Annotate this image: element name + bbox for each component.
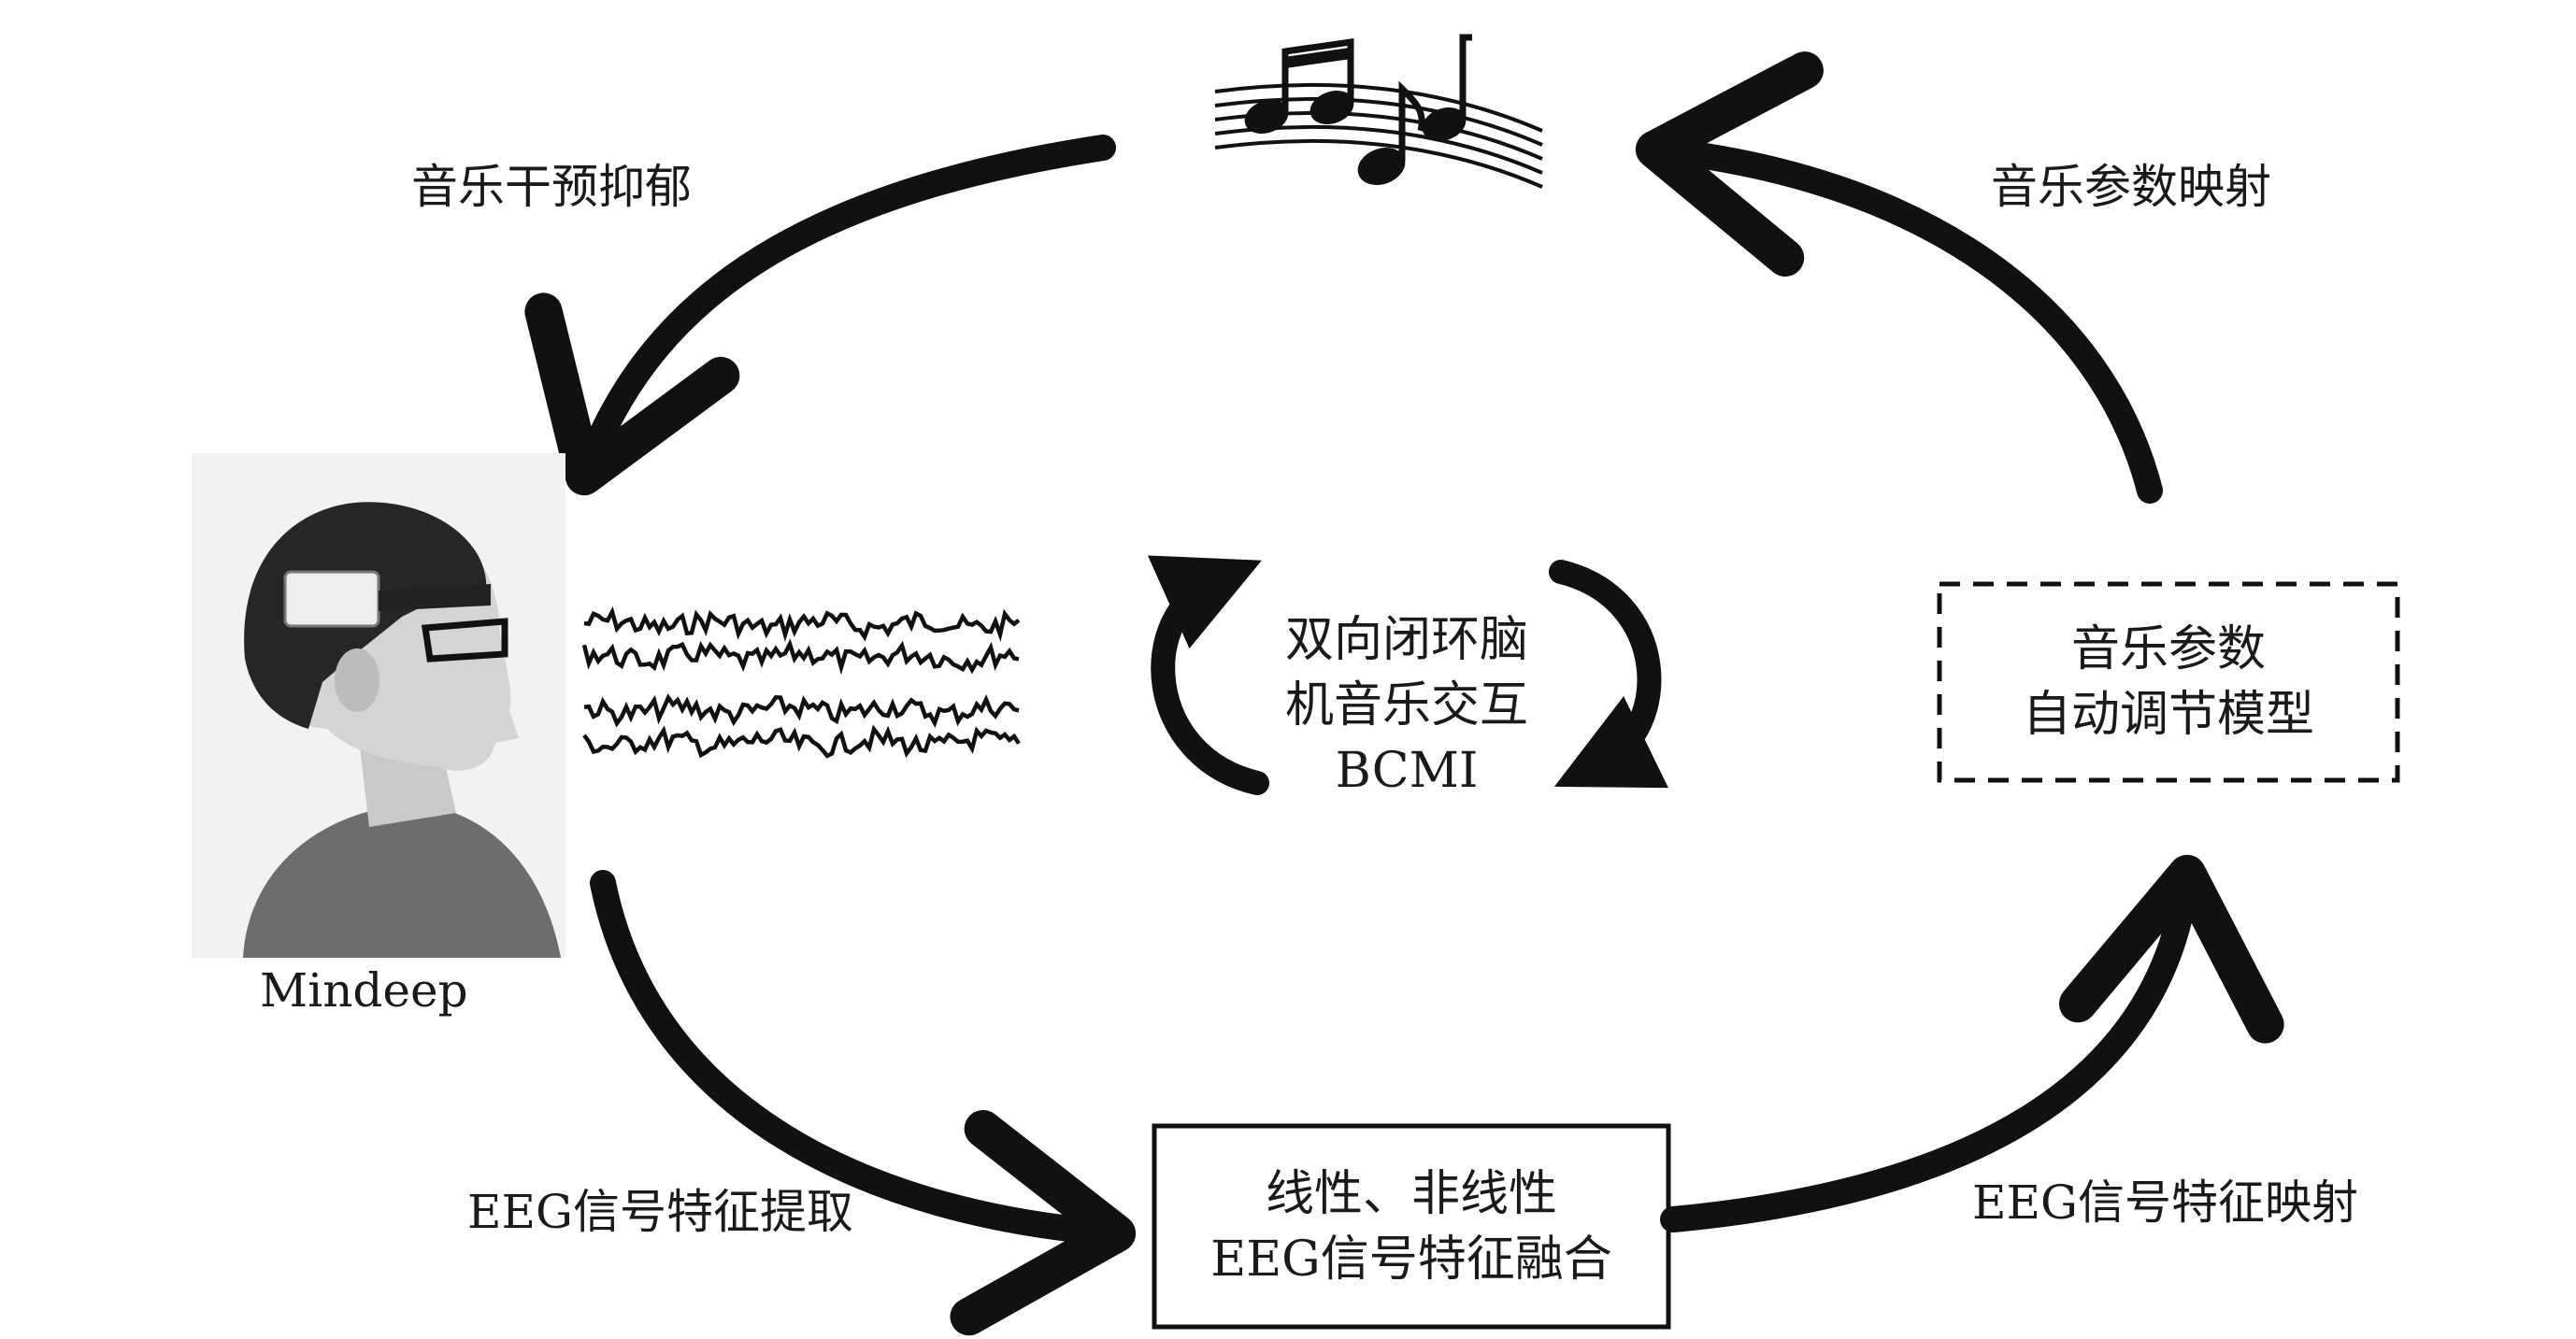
fusion-box: 线性、非线性 EEG信号特征融合 (1154, 1126, 1668, 1327)
label-eeg-feature-extract: EEG信号特征提取 (467, 1185, 853, 1239)
model-box: 音乐参数 自动调节模型 (1939, 584, 2397, 780)
fusion-box-border (1152, 1123, 1671, 1330)
model-box-line-1: 音乐参数 (2070, 621, 2266, 677)
fusion-box-line-1: 线性、非线性 (1265, 1165, 1557, 1222)
arrow-fusion-to-model (1660, 854, 2284, 1232)
center-cycle-text: 双向闭环脑 机音乐交互 BCMI (1252, 603, 1561, 808)
arrow-person-to-fusion (590, 870, 1137, 1336)
label-music-param-mapping: 音乐参数映射 (1991, 160, 2271, 214)
cycle-arrows-icon (1147, 555, 1669, 795)
arrow-model-to-music (1635, 51, 2163, 504)
fusion-box-line-2: EEG信号特征融合 (1210, 1231, 1612, 1288)
center-line-2: 机音乐交互 (1284, 677, 1528, 734)
device-name-label: Mindeep (260, 963, 468, 1018)
arrow-music-to-person (524, 135, 1116, 496)
center-line-3: BCMI (1335, 743, 1479, 799)
music-notes-icon (1214, 34, 1543, 189)
label-eeg-feature-mapping: EEG信号特征映射 (1972, 1175, 2358, 1230)
center-line-1: 双向闭环脑 (1284, 612, 1528, 668)
eeg-waveform-icon (581, 605, 1021, 759)
model-box-line-2: 自动调节模型 (2022, 687, 2314, 743)
model-box-border (1937, 581, 2400, 783)
label-music-intervention: 音乐干预抑郁 (411, 160, 692, 214)
person-with-headband-icon (192, 453, 565, 958)
